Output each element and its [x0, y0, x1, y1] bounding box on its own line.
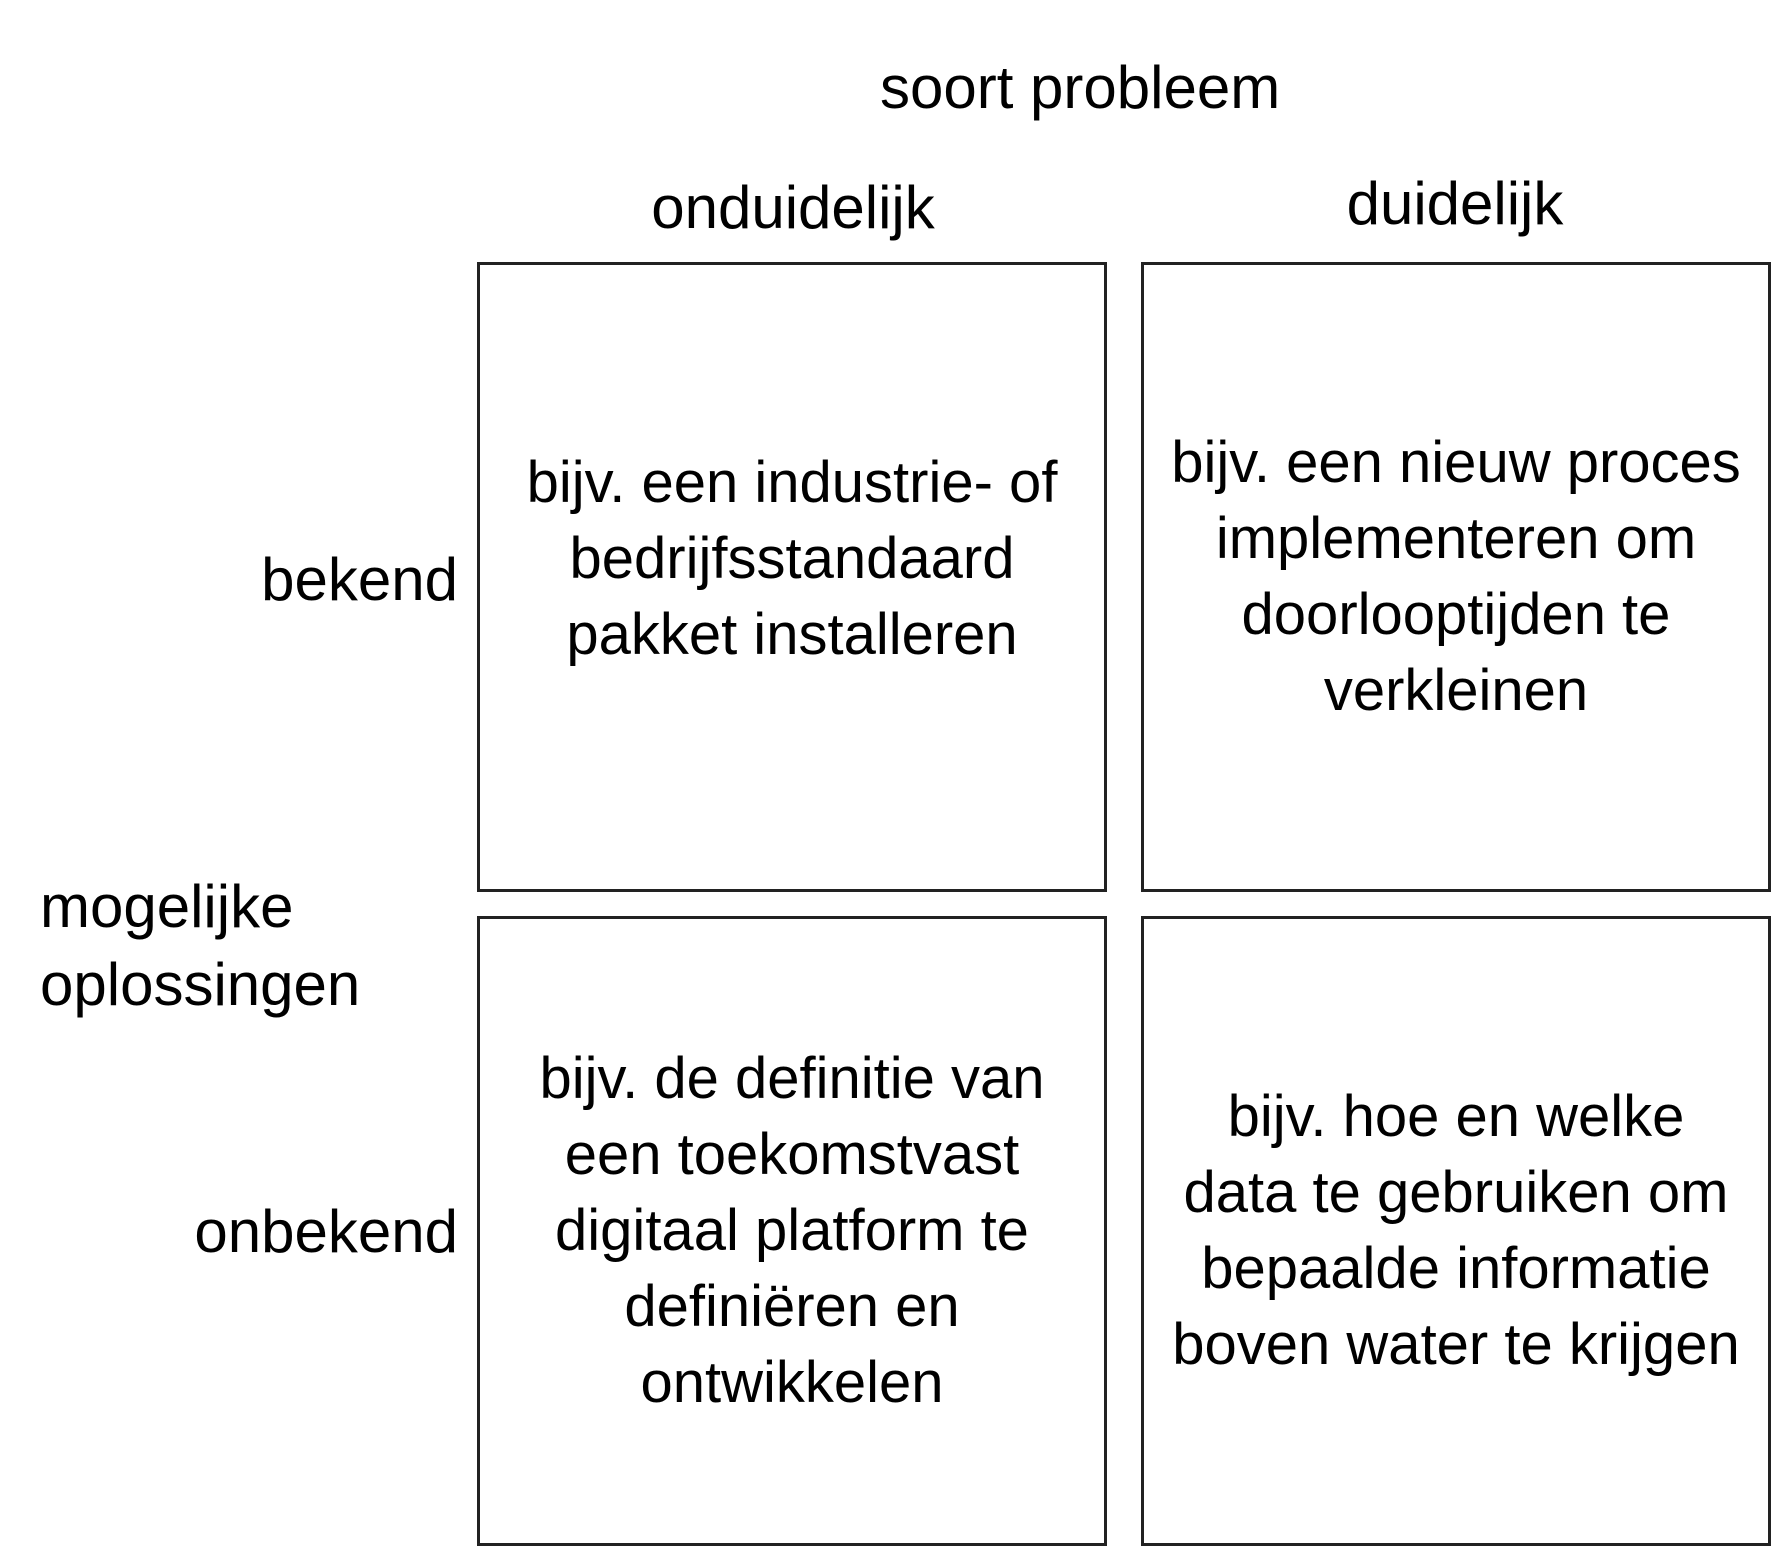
cell-known-clear: bijv. een nieuw proces implementeren om … — [1141, 262, 1771, 892]
cell-text: bijv. de definitie van een toekomstvast … — [539, 1046, 1045, 1415]
cell-unknown-unclear: bijv. de definitie van een toekomstvast … — [477, 916, 1107, 1546]
cell-text: bijv. een nieuw proces implementeren om … — [1171, 430, 1741, 723]
column-header-unclear: onduidelijk — [651, 174, 935, 241]
cell-known-unclear: bijv. een industrie- of bedrijfsstandaar… — [477, 262, 1107, 892]
column-header-clear: duidelijk — [1346, 170, 1564, 237]
title-text: soort probleem — [880, 54, 1281, 121]
cell-unknown-clear: bijv. hoe en welke data te gebruiken om … — [1141, 916, 1771, 1546]
row-header-unknown: onbekend — [194, 1198, 458, 1265]
cell-text: bijv. hoe en welke data te gebruiken om … — [1172, 1084, 1740, 1377]
row-header-known: bekend — [261, 546, 458, 613]
row-axis-label: mogelijke oplossingen — [40, 873, 361, 1018]
cell-text: bijv. een industrie- of bedrijfsstandaar… — [526, 450, 1058, 667]
